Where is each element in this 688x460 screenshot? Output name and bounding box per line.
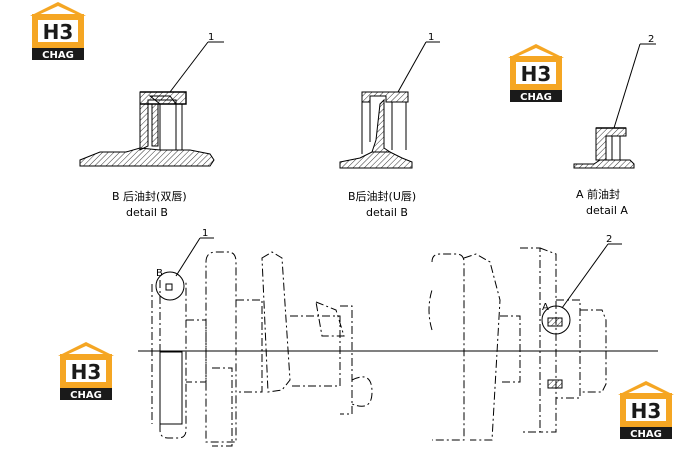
crankshaft-main-view: 1 B 2 A bbox=[138, 228, 658, 447]
watermark-logo-bottom-right bbox=[618, 381, 674, 440]
main-marker-a: A bbox=[542, 302, 549, 313]
detail-a-caption: A 前油封 bbox=[576, 187, 620, 201]
detail-b-u-lip: 1 B后油封(U唇) detail B bbox=[339, 32, 440, 219]
detail-b-double-callout: 1 bbox=[208, 32, 214, 43]
detail-b-u-caption: B后油封(U唇) bbox=[348, 189, 416, 203]
detail-a-subcaption: detail A bbox=[586, 204, 628, 217]
detail-a-front: 2 A 前油封 detail A bbox=[573, 34, 656, 217]
watermark-logo-top-right bbox=[508, 44, 564, 103]
main-marker-b: B bbox=[156, 268, 163, 279]
detail-b-double-caption: B 后油封(双唇) bbox=[112, 189, 187, 203]
watermark-logo-top-left bbox=[30, 2, 86, 61]
main-callout-front: 2 bbox=[606, 234, 612, 245]
detail-a-callout: 2 bbox=[648, 34, 654, 45]
watermark-logo-bottom-left bbox=[58, 342, 114, 401]
detail-b-double-subcaption: detail B bbox=[126, 206, 168, 219]
detail-b-u-subcaption: detail B bbox=[366, 206, 408, 219]
main-callout-rear: 1 bbox=[202, 228, 208, 239]
detail-b-u-callout: 1 bbox=[428, 32, 434, 43]
detail-b-double-lip: 1 B 后油封(双唇) detail B bbox=[79, 32, 224, 219]
